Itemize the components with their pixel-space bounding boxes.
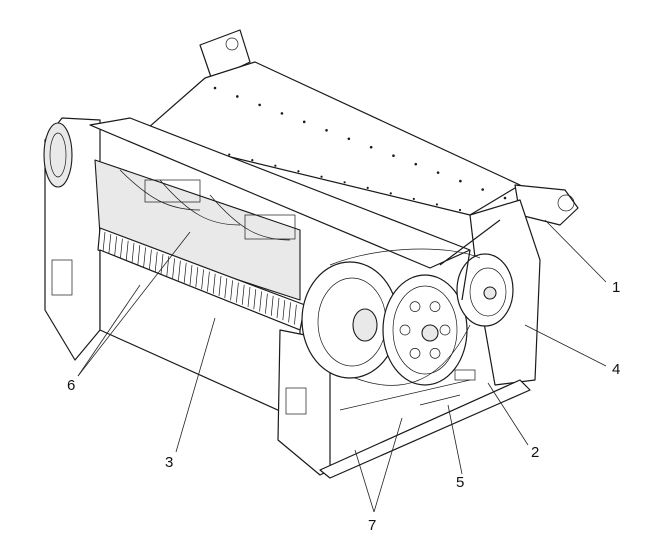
callout-5: 5 xyxy=(456,474,464,491)
belt-tensioner xyxy=(439,219,501,381)
rivet xyxy=(343,181,346,184)
drive-belt xyxy=(329,248,481,386)
grate-bar xyxy=(149,249,152,270)
grate-bar xyxy=(224,278,228,299)
rivet xyxy=(302,120,306,124)
grate-bar xyxy=(154,251,158,272)
leader-line xyxy=(175,317,216,453)
leader-line xyxy=(487,382,529,446)
rivet xyxy=(297,170,300,173)
callout-2: 2 xyxy=(531,444,539,461)
top-cover-panel xyxy=(139,61,521,216)
pulley-hole xyxy=(409,301,421,312)
rivet xyxy=(414,162,418,166)
rivet xyxy=(274,164,277,167)
rivet xyxy=(435,203,439,206)
grate-bar xyxy=(230,280,233,301)
grate-bar xyxy=(218,275,222,297)
rivet xyxy=(412,197,415,201)
grate-bar xyxy=(160,253,164,275)
grate-bar xyxy=(195,267,199,288)
grate-bar xyxy=(201,269,204,290)
large-pulley-left xyxy=(301,261,399,379)
rivet xyxy=(320,175,323,178)
rivet xyxy=(258,103,261,107)
callout-leader-lines xyxy=(77,219,607,513)
grate-bar xyxy=(102,231,106,253)
leader-line xyxy=(373,417,403,513)
rivet xyxy=(369,145,373,149)
callouts: 1 2 3 4 5 6 7 xyxy=(67,279,620,534)
leader-line xyxy=(354,449,375,513)
pulley-hole xyxy=(429,301,441,312)
rivet xyxy=(436,171,440,174)
grate-bar xyxy=(253,289,257,310)
rivet xyxy=(481,188,484,191)
rivet xyxy=(392,154,395,157)
rivet xyxy=(503,196,507,200)
callout-1: 1 xyxy=(612,279,620,296)
grate-bar xyxy=(294,304,297,325)
rivet xyxy=(228,153,231,156)
grate-bar xyxy=(265,293,268,314)
large-pulley-center xyxy=(382,274,468,386)
rivet xyxy=(280,112,284,115)
grate-bar xyxy=(131,242,135,264)
grate-bar xyxy=(189,264,193,286)
grate-bar xyxy=(172,258,175,279)
rivet xyxy=(459,179,462,183)
callout-4: 4 xyxy=(612,361,620,378)
grate-bar xyxy=(288,302,291,323)
grate-bar xyxy=(276,297,280,319)
grate-bar xyxy=(108,234,112,255)
grate-bar xyxy=(212,273,216,294)
rivet xyxy=(458,208,462,212)
leader-line xyxy=(77,284,141,377)
leader-line xyxy=(77,231,191,377)
grate-bar xyxy=(183,262,187,283)
grate-bar xyxy=(143,247,146,268)
grate-bar xyxy=(207,271,210,292)
callout-3: 3 xyxy=(165,454,173,471)
grate-bar xyxy=(282,300,286,321)
drum-end xyxy=(43,122,73,188)
bottom-frame-rail xyxy=(319,379,531,479)
pulley-hole xyxy=(409,348,421,359)
pulley-hole xyxy=(439,324,451,336)
rivet xyxy=(251,159,254,162)
grate-bar xyxy=(114,236,117,257)
rivet xyxy=(366,186,369,189)
grate-bar xyxy=(120,238,123,259)
callout-6: 6 xyxy=(67,377,75,394)
grate-bar xyxy=(270,295,274,316)
grate-bar xyxy=(259,291,262,312)
leader-line xyxy=(544,219,607,283)
grate-bar xyxy=(178,260,181,281)
rivet xyxy=(236,95,239,98)
pulley-hole xyxy=(429,348,441,359)
pulley-hole xyxy=(399,324,411,336)
rivet xyxy=(325,129,328,132)
callout-7: 7 xyxy=(368,517,376,534)
grate-bar xyxy=(241,284,245,305)
leader-line xyxy=(447,404,463,475)
leader-line xyxy=(524,324,607,367)
rivet xyxy=(389,192,392,195)
grate-bar xyxy=(247,286,251,308)
small-pulley-right xyxy=(456,253,514,327)
grate-bar xyxy=(125,240,129,261)
rivet xyxy=(347,137,351,141)
rivet xyxy=(213,86,217,90)
feeder-rotor xyxy=(94,159,301,301)
grate-bar xyxy=(236,282,239,303)
grate-bar xyxy=(137,245,141,266)
